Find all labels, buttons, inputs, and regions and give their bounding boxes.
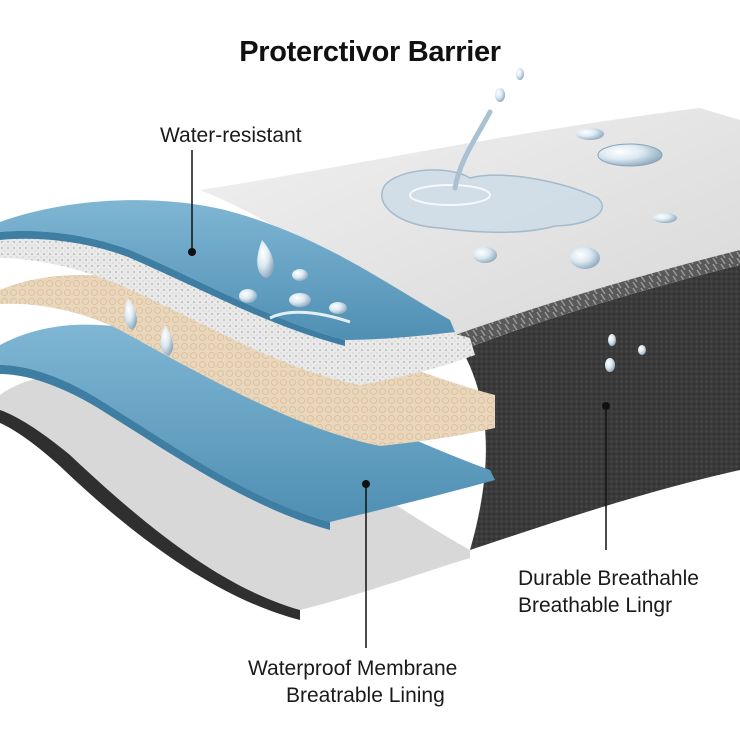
stitched-edge — [455, 250, 740, 350]
leader-dot-water-resistant — [188, 248, 196, 256]
label-durable-line1: Durable Breathahle — [518, 567, 699, 590]
label-membrane-line1: Waterproof Membrane — [248, 657, 458, 680]
label-durable-line2: Breathable Lingr — [518, 594, 673, 617]
label-durable-breathable: Durable Breathahle Breathable Lingr — [518, 565, 699, 619]
mesh-layer — [0, 228, 475, 385]
foam-layer — [0, 274, 495, 446]
water-droplets-icon — [124, 240, 646, 372]
label-membrane-line2: Breatrable Lining — [286, 684, 445, 707]
water-puddle-icon — [381, 68, 677, 269]
base-layer — [0, 374, 470, 610]
leader-dot-durable — [602, 402, 610, 410]
label-water-resistant: Water-resistant — [160, 124, 302, 147]
base-layer-underside — [0, 410, 300, 620]
diagram-title: Proterctivor Barrier — [239, 36, 501, 68]
outer-shell-layer — [462, 265, 740, 550]
leader-dot-membrane — [362, 480, 370, 488]
label-waterproof-membrane: Waterproof Membrane Breatrable Lining — [248, 655, 457, 709]
blue-membrane-layer — [0, 324, 495, 522]
